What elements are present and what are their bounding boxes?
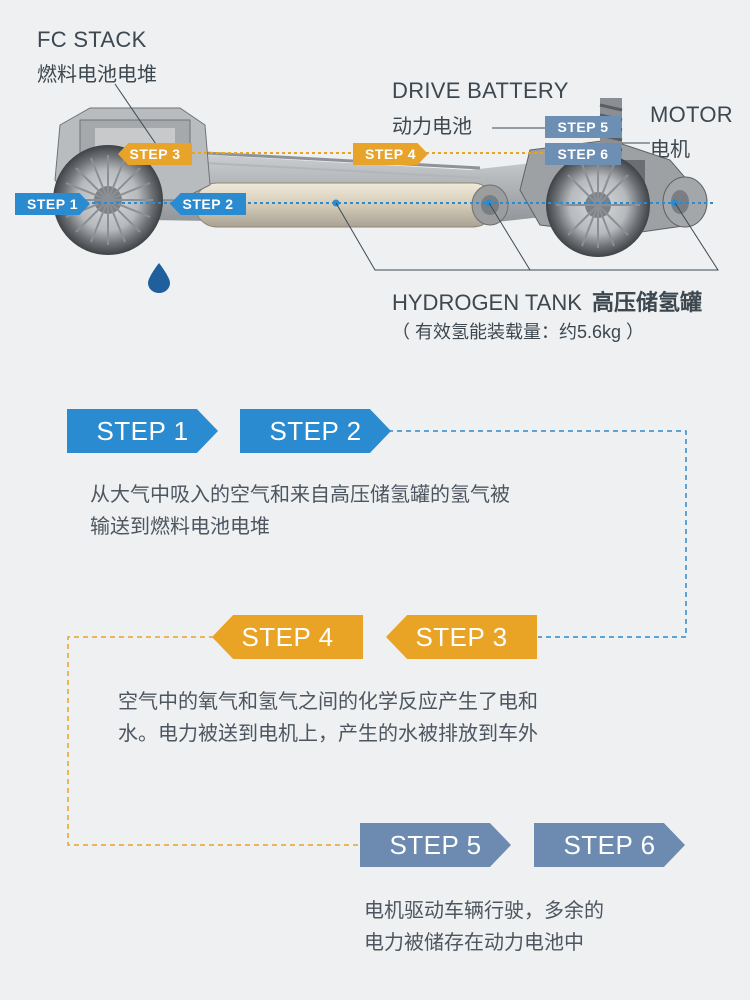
diagram-step-5: STEP 5 [545,116,621,138]
step-3-4-description: 空气中的氧气和氢气之间的化学反应产生了电和 水。电力被送到电机上，产生的水被排放… [118,686,538,750]
step-1-badge: STEP 1 [67,409,218,453]
drive-battery-label-cn: 动力电池 [392,116,472,138]
motor-label-en: MOTOR [650,102,733,127]
step-3-badge: STEP 3 [386,615,537,659]
diagram-step-3: STEP 3 [118,143,192,165]
step-5-badge: STEP 5 [360,823,511,867]
step-4-badge: STEP 4 [212,615,363,659]
motor-label-cn: 电机 [650,139,690,161]
hydrogen-capacity: （ 有效氢能装载量：约5.6kg ） [392,322,645,342]
step-5-6-description-line-2: 电力被储存在动力电池中 [364,932,584,954]
hydrogen-tank-label: HYDROGEN TANK 高压储氢罐 [392,285,702,317]
step-3-4-description-line-1: 空气中的氧气和氢气之间的化学反应产生了电和 [118,691,538,713]
step-2-badge: STEP 2 [240,409,391,453]
diagram-step-4: STEP 4 [353,143,428,165]
step-6-badge: STEP 6 [534,823,685,867]
step-1-2-description-line-2: 输送到燃料电池电堆 [90,516,270,538]
step-1-2-description-line-1: 从大气中吸入的空气和来自高压储氢罐的氢气被 [90,484,510,506]
step-3-4-description-line-2: 水。电力被送到电机上，产生的水被排放到车外 [118,723,538,745]
diagram-step-2: STEP 2 [170,193,246,215]
fc-stack-label-cn: 燃料电池电堆 [37,64,157,86]
fc-stack-label-en: FC STACK [37,27,147,52]
diagram-step-6: STEP 6 [545,143,621,165]
hydrogen-tank-label-cn: 高压储氢罐 [592,290,703,315]
step-5-6-description-line-1: 电机驱动车辆行驶，多余的 [364,900,604,922]
drive-battery-label-en: DRIVE BATTERY [392,78,569,103]
step-5-6-description: 电机驱动车辆行驶，多余的 电力被储存在动力电池中 [364,895,604,959]
hydrogen-tank-label-en: HYDROGEN TANK [392,290,582,315]
diagram-step-1: STEP 1 [15,193,90,215]
step-1-2-description: 从大气中吸入的空气和来自高压储氢罐的氢气被 输送到燃料电池电堆 [90,479,510,543]
water-drop-icon [148,263,170,293]
